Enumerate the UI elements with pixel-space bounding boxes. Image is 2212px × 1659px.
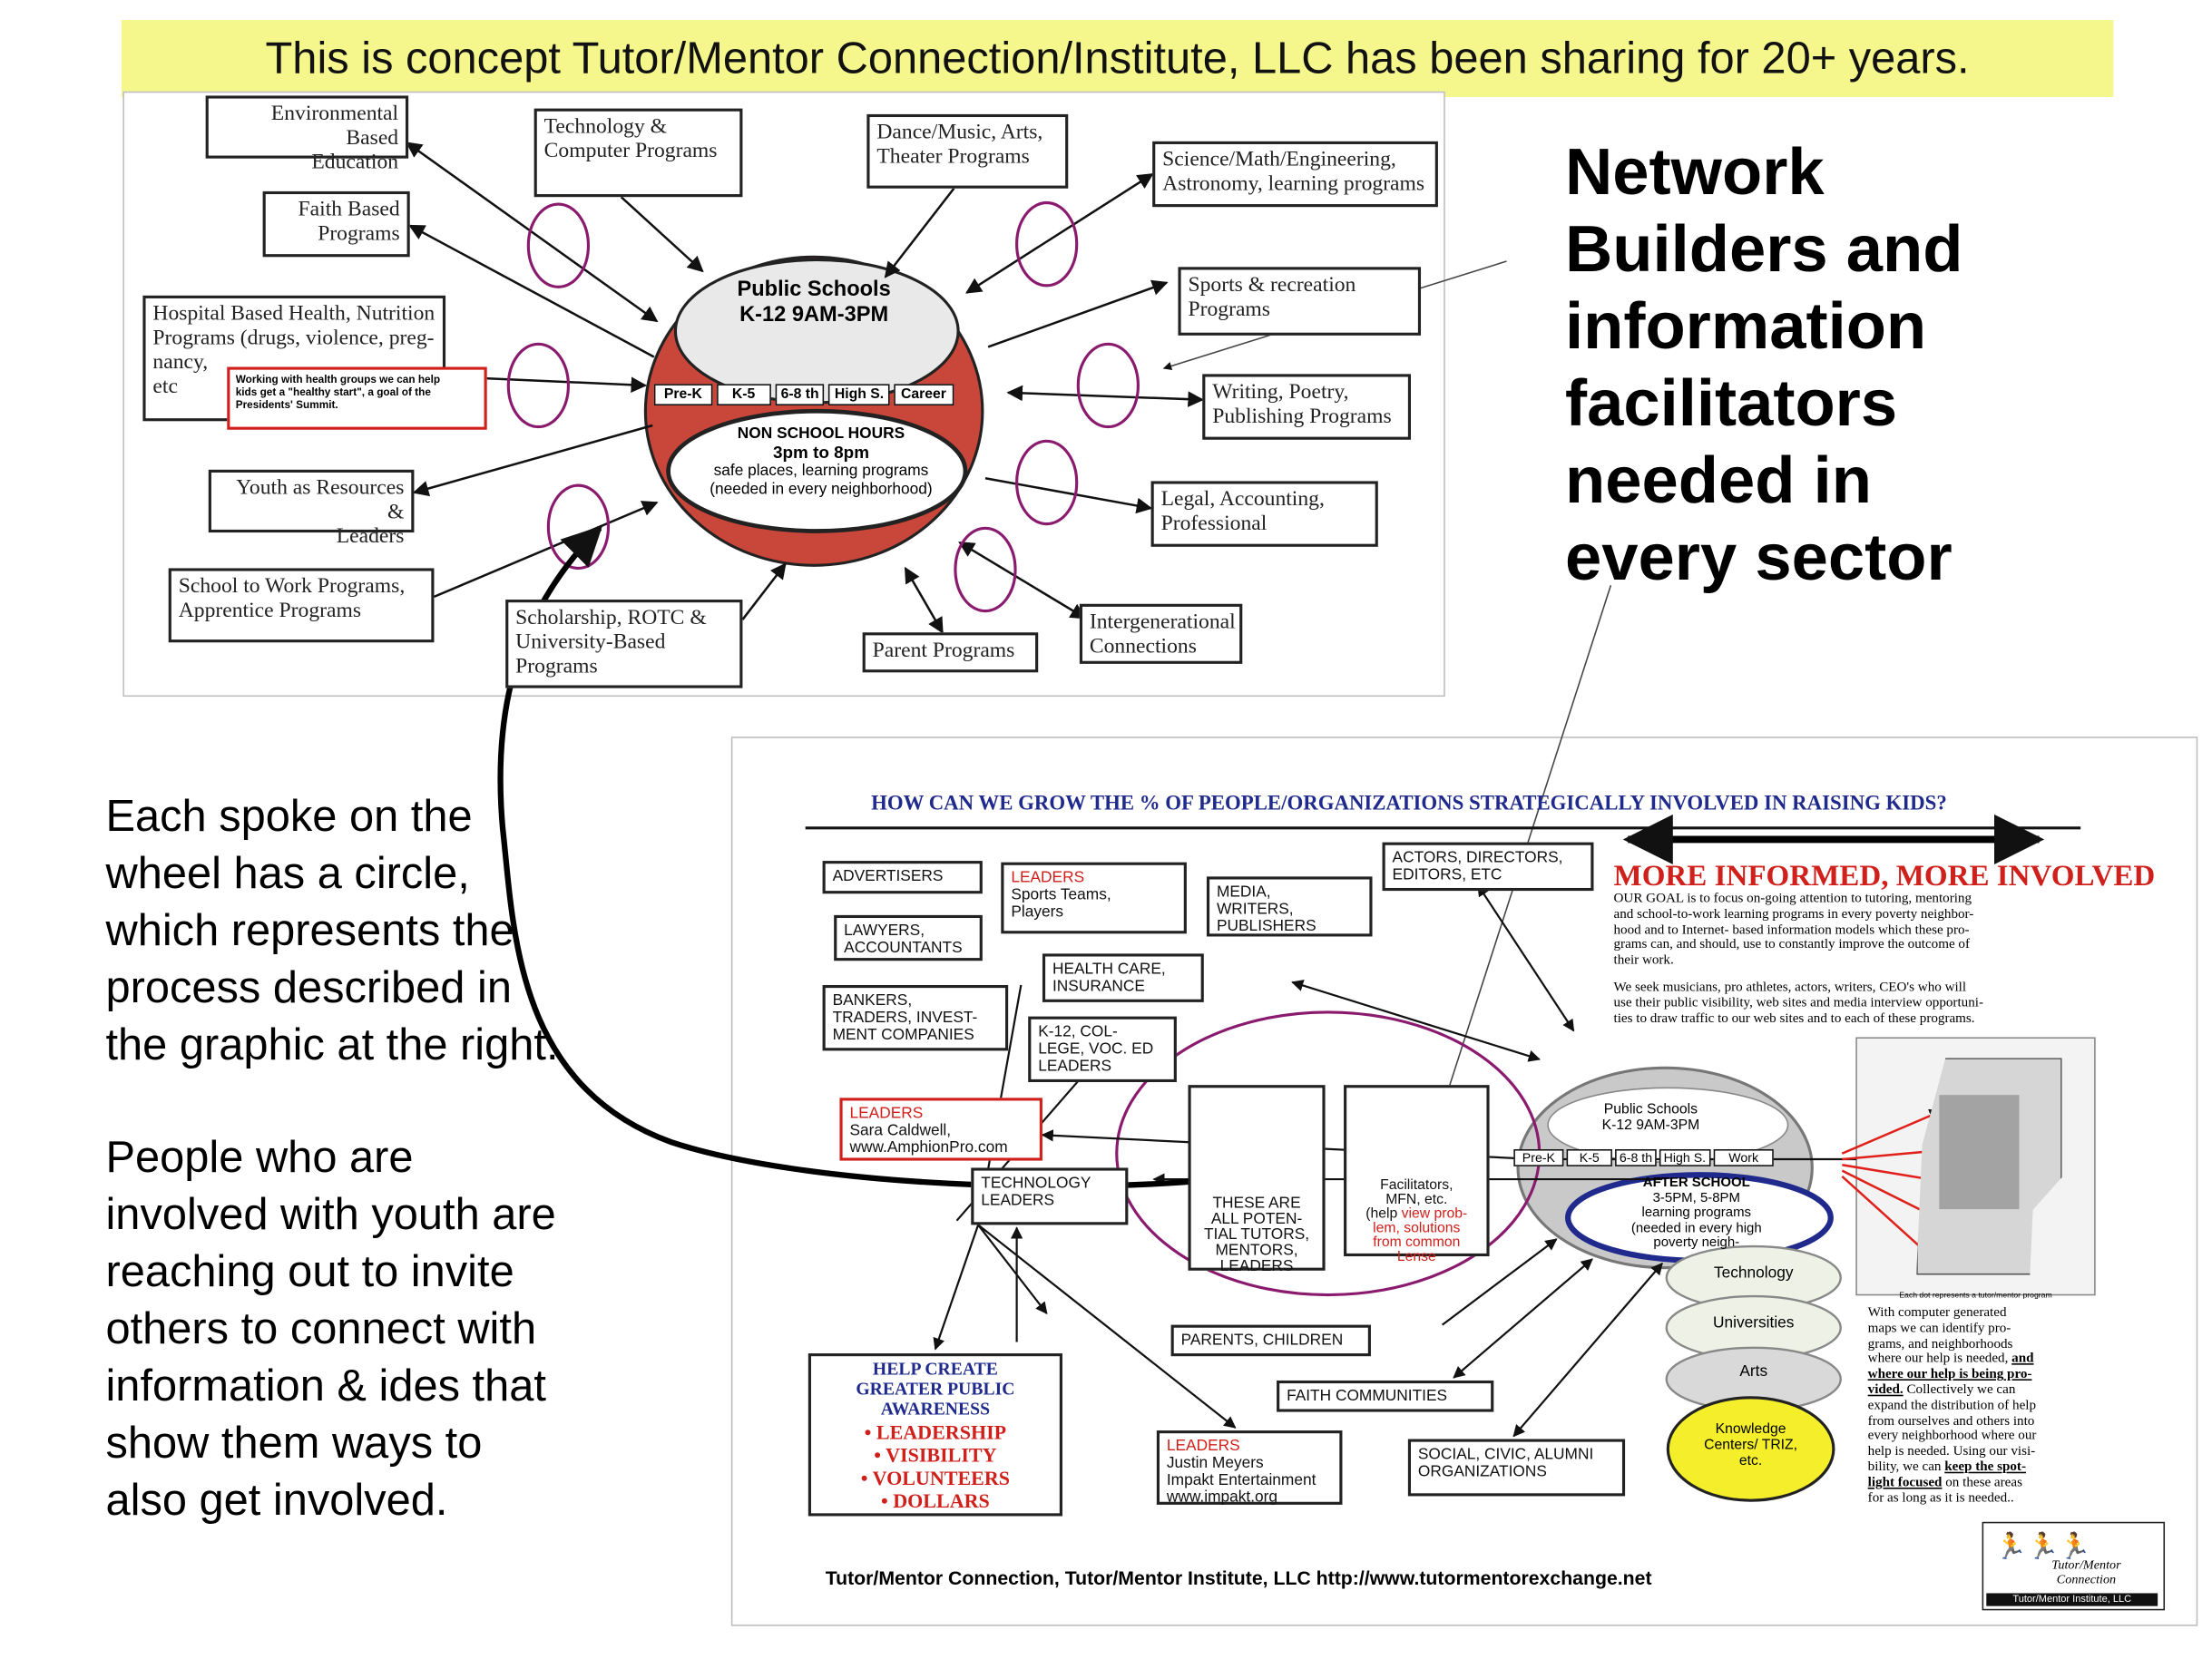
headline: Network Builders and information facilit… xyxy=(1564,133,1963,594)
box-leaders-sara: LEADERS Sara Caldwell, www.AmphionPro.co… xyxy=(839,1098,1042,1161)
wheel-center-title: Public Schools K-12 9AM-3PM xyxy=(737,277,891,327)
box-social: SOCIAL, CIVIC, ALUMNI ORGANIZATIONS xyxy=(1407,1439,1626,1497)
box-k12: K-12, COL- LEGE, VOC. ED LEADERS xyxy=(1028,1016,1177,1083)
spoke-circles xyxy=(506,200,1140,613)
box-advertisers: ADVERTISERS xyxy=(822,861,983,894)
box-media: MEDIA, WRITERS, PUBLISHERS xyxy=(1206,876,1373,937)
ring-after-school: AFTER SCHOOL 3-5PM, 5-8PM learning progr… xyxy=(1630,1175,1762,1251)
spoke-school-work: School to Work Programs,Apprentice Progr… xyxy=(168,568,435,643)
spoke-legal: Legal, Accounting,Professional xyxy=(1150,481,1378,547)
box-leaders-sports: LEADERS Sports Teams, Players xyxy=(1001,862,1187,934)
box-bankers: BANKERS, TRADERS, INVEST- MENT COMPANIES xyxy=(822,984,1009,1051)
box-health: HEALTH CARE, INSURANCE xyxy=(1042,953,1204,1002)
seek-text: We seek musicians, pro athletes, actors,… xyxy=(1613,979,1983,1026)
network-question: HOW CAN WE GROW THE % OF PEOPLE/ORGANIZA… xyxy=(871,792,1947,815)
spoke-technology: Technology &Computer Programs xyxy=(533,108,743,198)
awareness-box: HELP CREATE GREATER PUBLIC AWARENESS • L… xyxy=(807,1353,1062,1517)
wheel-grades: Pre-K K-5 6-8 th High S. Career xyxy=(653,384,954,405)
ring-grades: Pre-K K-5 6-8 th High S. Work xyxy=(1513,1148,1775,1166)
stack-arts: Arts xyxy=(1739,1363,1768,1381)
spoke-dance: Dance/Music, Arts,Theater Programs xyxy=(866,113,1069,189)
wheel-lower-hub xyxy=(666,408,968,533)
knowledge-centers: Knowledge Centers/ TRIZ, etc. xyxy=(1704,1421,1798,1469)
box-parents: PARENTS, CHILDREN xyxy=(1170,1324,1371,1357)
wheel xyxy=(643,255,984,567)
wheel-non-school: NON SCHOOL HOURS 3pm to 8pm safe places,… xyxy=(710,425,933,499)
knowledge-center xyxy=(1666,1396,1835,1502)
map-text: With computer generated maps we can iden… xyxy=(1867,1304,2037,1506)
box-leaders-justin: LEADERS Justin Meyers Impakt Entertainme… xyxy=(1156,1430,1343,1506)
spoke-youth: Youth as Resources &Leaders xyxy=(208,469,415,548)
more-informed-title: MORE INFORMED, MORE INVOLVED xyxy=(1613,857,2156,893)
spoke-science: Science/Math/Engineering,Astronomy, lear… xyxy=(1152,141,1438,208)
stack-technology: Technology xyxy=(1713,1264,1794,1283)
spoke-writing: Writing, Poetry,Publishing Programs xyxy=(1202,374,1412,440)
left-paragraph-1: Each spoke on the wheel has a circle, wh… xyxy=(105,790,559,1069)
goal-text: OUR GOAL is to focus on-going attention … xyxy=(1613,891,1974,969)
box-facilitators: Facilitators, MFN, etc. (help view prob-… xyxy=(1344,1085,1490,1264)
spoke-parent: Parent Programs xyxy=(862,632,1039,673)
stack-universities: Universities xyxy=(1712,1314,1795,1332)
network-footer: Tutor/Mentor Connection, Tutor/Mentor In… xyxy=(825,1567,1652,1589)
box-faith: FAITH COMMUNITIES xyxy=(1277,1380,1494,1412)
box-actors: ACTORS, DIRECTORS, EDITORS, ETC xyxy=(1382,842,1594,892)
box-technology-leaders: TECHNOLOGY LEADERS xyxy=(971,1167,1129,1225)
hospital-note: Working with health groups we can help k… xyxy=(227,366,487,430)
box-lawyers: LAWYERS, ACCOUNTANTS xyxy=(834,914,983,961)
tmc-logo: 🏃🏃🏃 Tutor/Mentor Connection Tutor/Mentor… xyxy=(1982,1521,2166,1611)
banner: This is concept Tutor/Mentor Connection/… xyxy=(121,20,2114,98)
map-caption: Each dot represents a tutor/mentor progr… xyxy=(1899,1292,2052,1301)
wheel-spokes xyxy=(406,142,1204,634)
left-paragraph-2: People who are involved with youth are r… xyxy=(105,1132,556,1525)
runner-icon: 🏃🏃🏃 xyxy=(1994,1531,2091,1561)
chicago-map xyxy=(1856,1038,2095,1294)
box-potential: THESE ARE ALL POTEN- TIAL TUTORS, MENTOR… xyxy=(1188,1085,1326,1274)
ring-title: Public Schools K-12 9AM-3PM xyxy=(1601,1102,1700,1134)
